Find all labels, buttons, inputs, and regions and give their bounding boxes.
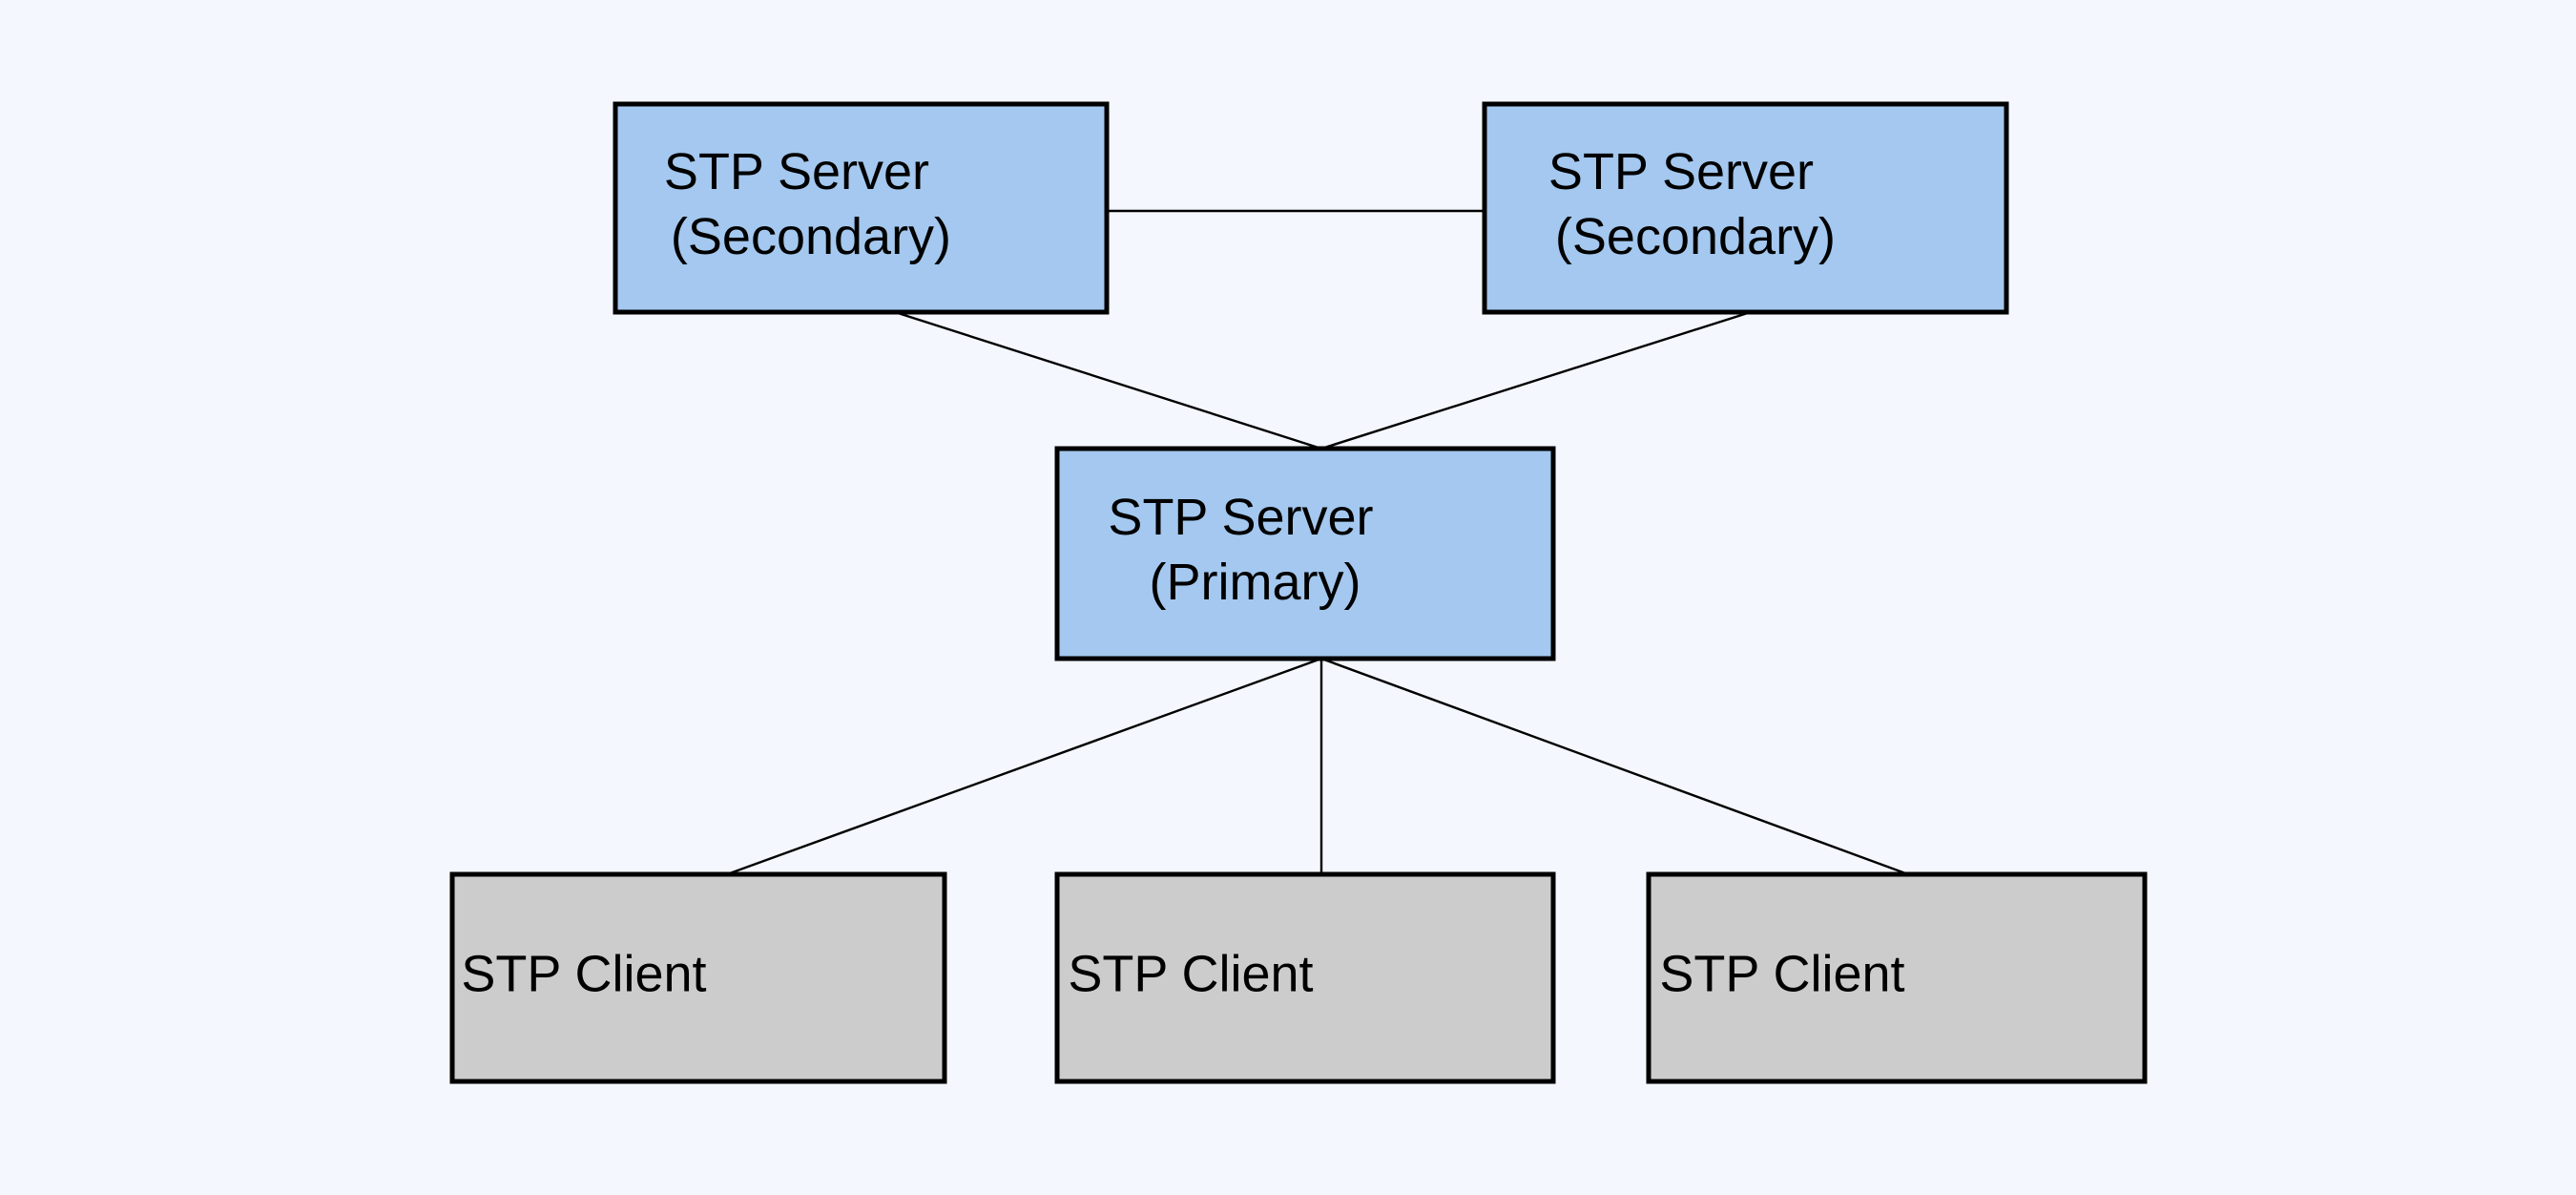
node-label-line-1: STP Client [1659, 946, 1904, 1003]
node-label-line-2: (Secondary) [1555, 208, 1836, 265]
node-layer: STP Server (Secondary) STP Server (Secon… [449, 101, 2148, 1084]
node-server-secondary-left[interactable]: STP Server (Secondary) [613, 101, 1110, 315]
node-client-1[interactable]: STP Client [449, 871, 947, 1084]
node-label-line-2: (Primary) [1150, 554, 1361, 611]
node-label: STP Client [461, 946, 935, 1003]
node-client-3[interactable]: STP Client [1646, 871, 2148, 1084]
node-label: STP Server (Primary) [1108, 489, 1502, 611]
node-client-2[interactable]: STP Client [1054, 871, 1556, 1084]
edge-secondary-right-to-primary [1320, 310, 1752, 451]
node-label: STP Server (Secondary) [664, 143, 1058, 265]
node-label: STP Server (Secondary) [1548, 143, 1942, 265]
node-box[interactable] [1054, 446, 1556, 661]
node-server-primary[interactable]: STP Server (Primary) [1054, 446, 1556, 661]
edge-primary-to-client-3 [1320, 657, 1909, 876]
node-box[interactable] [1482, 101, 2009, 315]
node-label-line-1: STP Server [1108, 489, 1373, 546]
node-box[interactable] [449, 871, 947, 1084]
node-label-line-1: STP Client [1068, 946, 1313, 1003]
node-label: STP Client [1659, 946, 2133, 1003]
edge-primary-to-client-1 [726, 657, 1322, 876]
node-label-line-1: STP Client [461, 946, 706, 1003]
node-label-line-2: (Secondary) [671, 208, 951, 265]
node-server-secondary-right[interactable]: STP Server (Secondary) [1482, 101, 2009, 315]
node-label-line-1: STP Server [664, 143, 929, 200]
node-box[interactable] [1054, 871, 1556, 1084]
edge-secondary-left-to-primary [894, 310, 1322, 451]
node-label: STP Client [1068, 946, 1542, 1003]
node-box[interactable] [1646, 871, 2148, 1084]
node-label-line-1: STP Server [1548, 143, 1814, 200]
node-box[interactable] [613, 101, 1110, 315]
edge-layer [726, 209, 1909, 876]
